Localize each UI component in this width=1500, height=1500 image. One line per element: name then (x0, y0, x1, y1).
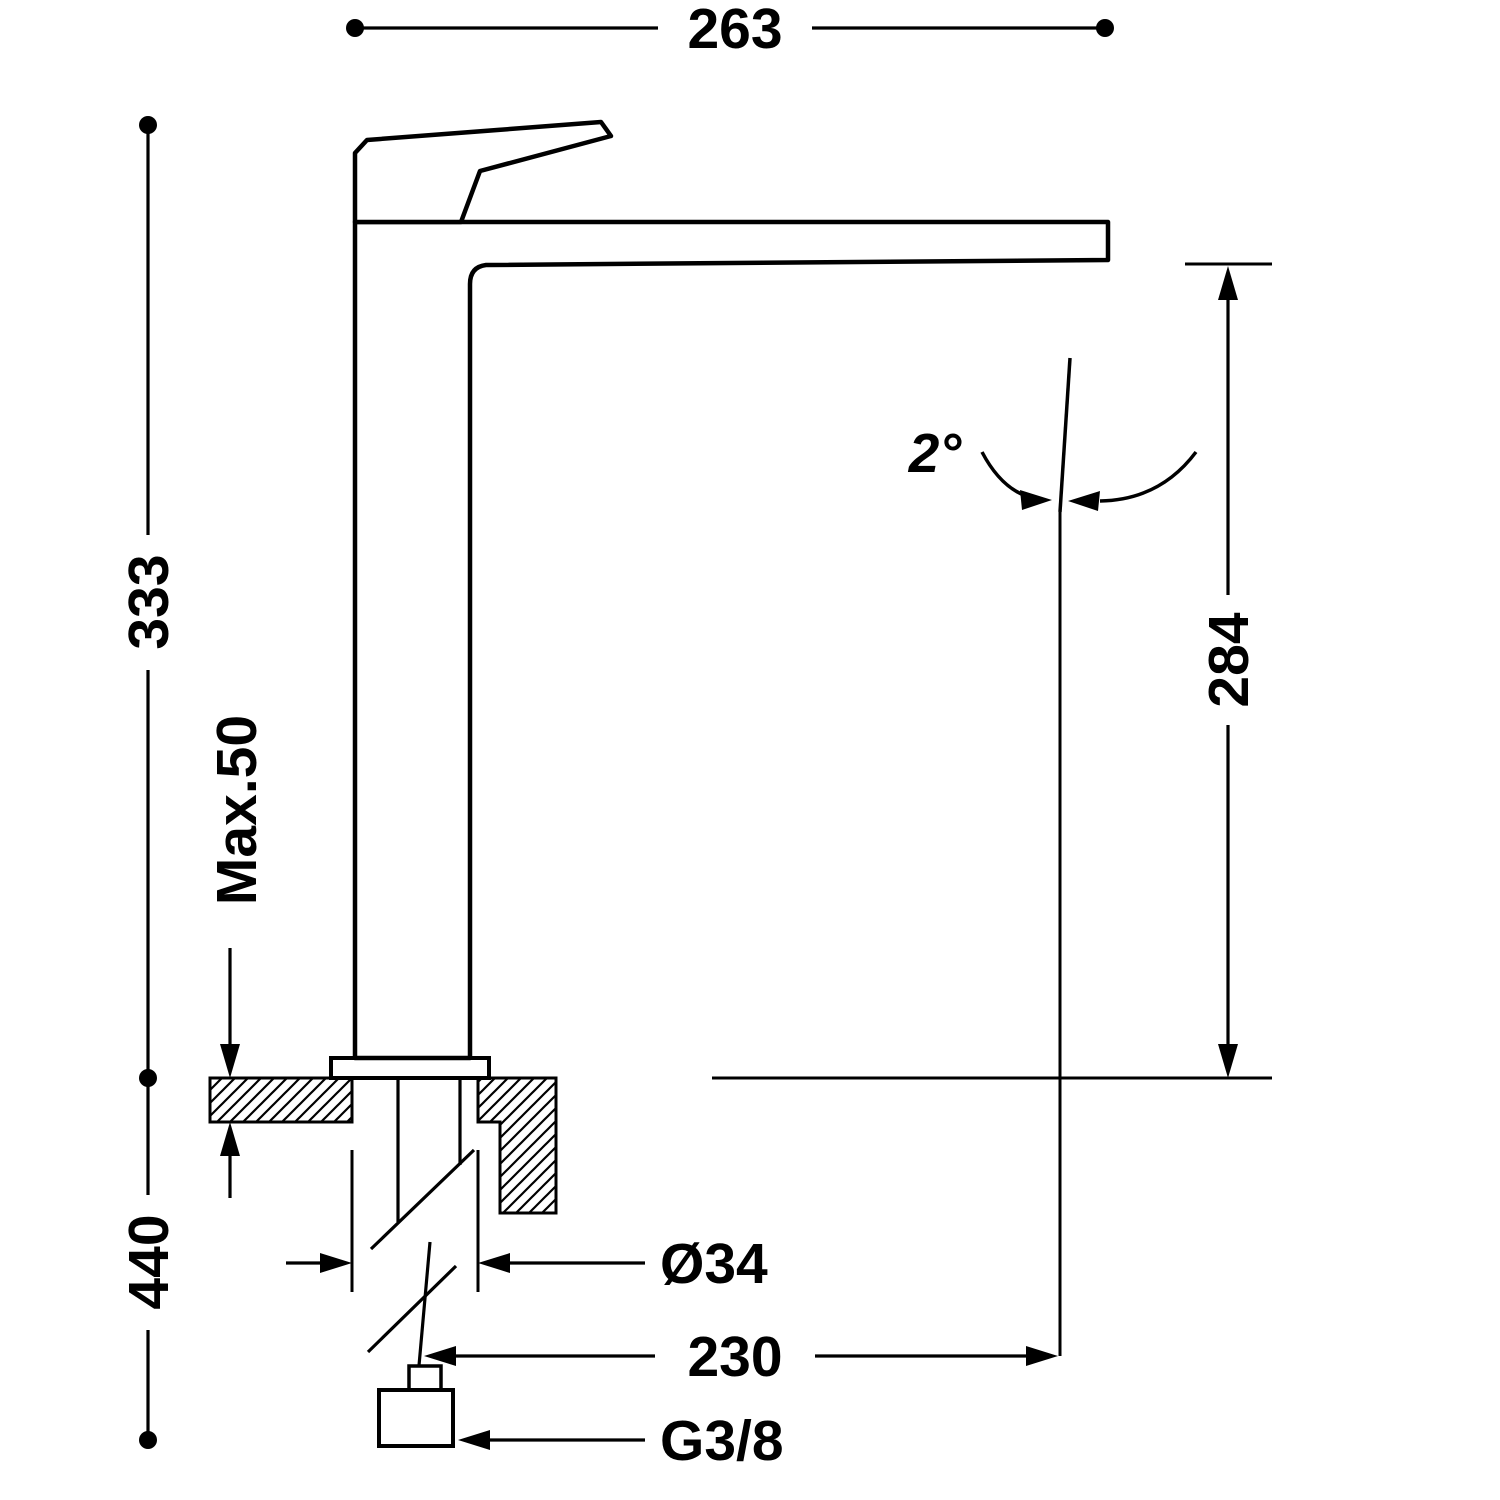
dim-label-overall-width: 263 (687, 0, 782, 61)
connector-neck (407, 1364, 443, 1392)
dim-arrow-down (1218, 1044, 1238, 1078)
dim-max-deck-thickness: Max.50 (205, 715, 269, 1198)
annotation-spout-angle: 2° (908, 357, 1198, 1356)
spout-angle-line (1058, 357, 1072, 513)
countertop-right-l-section (476, 1076, 558, 1215)
dim-label-spout-reach: 230 (687, 1325, 782, 1389)
dim-arrow-down (220, 1044, 240, 1078)
dim-arrow-left-pointing (478, 1253, 510, 1273)
faucet (329, 119, 1111, 1080)
g38-connector (377, 1388, 455, 1448)
base-flange (329, 1056, 491, 1080)
dim-label-connection-thread: G3/8 (660, 1409, 784, 1473)
dim-arrow-right-pointing (1026, 1346, 1058, 1366)
dim-spout-height: 284 (712, 262, 1272, 1080)
angle-arc-right (1099, 450, 1198, 503)
dim-label-height-above-deck: 333 (117, 554, 181, 649)
dim-arrow-left-pointing (458, 1430, 490, 1450)
dim-dot (139, 1431, 157, 1449)
dim-arrow-up (1218, 266, 1238, 300)
supply-pipe (366, 1078, 476, 1448)
dim-spout-reach: 230 (424, 1325, 1058, 1389)
dim-arrow-right-pointing (320, 1253, 352, 1273)
dim-height-above-deck: 333 (117, 116, 181, 1087)
faucet-handle (352, 119, 614, 225)
dim-label-spout-height: 284 (1197, 612, 1261, 707)
supply-stem (415, 1241, 432, 1389)
dim-label-spout-angle: 2° (908, 422, 963, 484)
pipe-break-mark-1 (369, 1148, 476, 1251)
countertop-left-slab (208, 1076, 354, 1124)
angle-arrow-left-pointing (1068, 491, 1100, 511)
dim-overall-width: 263 (346, 0, 1114, 61)
dim-arrow-up (220, 1122, 240, 1156)
angle-arc-left (980, 451, 1043, 502)
dim-label-max-deck-thickness: Max.50 (205, 715, 269, 905)
dim-label-length-below-deck: 440 (117, 1214, 181, 1309)
dim-label-hole-diameter: Ø34 (660, 1232, 768, 1296)
dim-length-below-deck: 440 (117, 1078, 181, 1449)
countertop-section (208, 1076, 558, 1215)
dim-arrow-left-pointing (424, 1346, 456, 1366)
dim-hole-diameter: Ø34 (286, 1150, 768, 1296)
pipe-break-mark-2 (366, 1264, 458, 1354)
faucet-body-outline (352, 219, 1111, 1061)
angle-arrow-right-pointing (1020, 490, 1052, 510)
dim-connection-thread: G3/8 (458, 1409, 784, 1473)
